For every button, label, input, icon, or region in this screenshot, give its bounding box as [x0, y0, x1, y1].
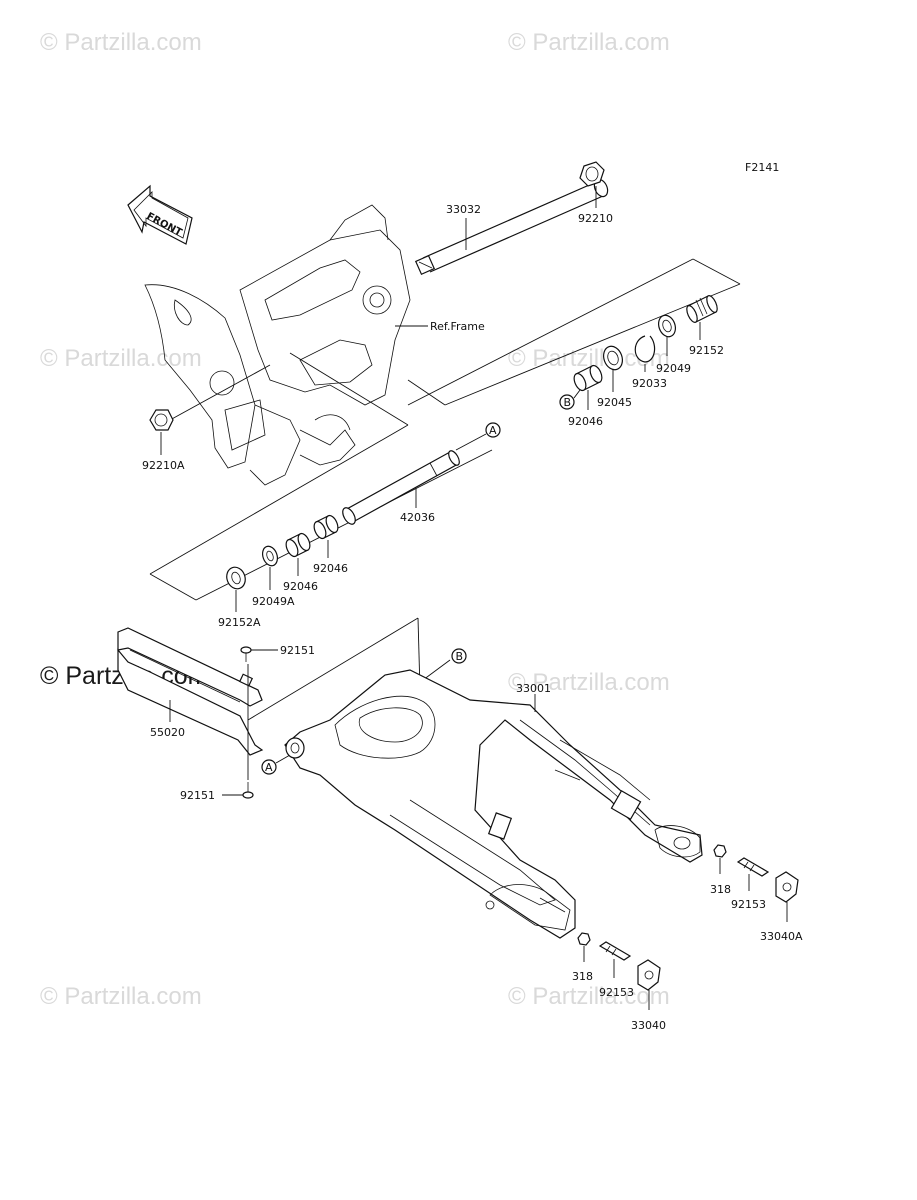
chain-guide-55020 [117, 627, 264, 756]
watermark: © Partzilla.com [40, 29, 202, 56]
part-number: 92049A [252, 595, 295, 608]
bolt-92153 [736, 857, 770, 877]
nut-92210 [579, 161, 605, 187]
bearing-92045 [602, 345, 624, 371]
part-number: 92033 [632, 377, 667, 390]
part-number: 33040 [631, 1019, 666, 1032]
watermark: © Partzilla.com [508, 29, 670, 56]
part-number: 92046 [283, 580, 318, 593]
callout-b [451, 648, 467, 664]
part-number: 92210 [578, 212, 613, 225]
part-number: 92151 [180, 789, 215, 802]
swingarm-33001 [284, 669, 703, 939]
part-number: 92153 [599, 986, 634, 999]
chain-adjuster-33040A [775, 871, 799, 903]
part-number: 92046 [313, 562, 348, 575]
callout-a [261, 759, 277, 775]
part-number: 92045 [597, 396, 632, 409]
collar-92152 [686, 295, 718, 323]
front-arrow-icon: FRONT [127, 184, 193, 245]
callout-letter: B [564, 396, 572, 409]
watermark: © Partzilla.com [508, 669, 670, 696]
part-number: 92151 [280, 644, 315, 657]
callout-letter: B [456, 650, 464, 663]
part-number: 92210A [142, 459, 185, 472]
diagram-id: F2141 [745, 161, 779, 174]
nut-318 [713, 844, 727, 858]
seal-92049 [657, 314, 677, 338]
chain-adjuster-33040 [637, 959, 661, 991]
frame-assembly [144, 204, 411, 486]
collar-92152A [226, 566, 246, 590]
part-number: 92046 [568, 415, 603, 428]
part-number: 318 [572, 970, 593, 983]
part-number: 318 [710, 883, 731, 896]
part-number: 33032 [446, 203, 481, 216]
callout-letter: A [265, 761, 273, 774]
pivot-shaft-33032 [414, 178, 609, 276]
part-number: 92049 [656, 362, 691, 375]
part-number: 33001 [516, 682, 551, 695]
part-number: 92152 [689, 344, 724, 357]
bolt-92153 [598, 941, 632, 961]
part-number: 92152A [218, 616, 261, 629]
callout-b [559, 394, 575, 410]
callout-letter: A [489, 424, 497, 437]
watermark: © Partzilla.com [40, 983, 202, 1010]
part-number: 42036 [400, 511, 435, 524]
circlip-92033 [634, 335, 656, 363]
screw-92151 [240, 646, 252, 662]
part-number: 92153 [731, 898, 766, 911]
nut-92210A [149, 409, 174, 431]
ref-frame-label: Ref.Frame [430, 320, 485, 333]
callout-a [485, 422, 501, 438]
part-number: 33040A [760, 930, 803, 943]
needle-bearing-92046 [313, 514, 339, 540]
part-number: 55020 [150, 726, 185, 739]
guide-lines-upper [149, 258, 741, 601]
watermark: © Partzilla.com [40, 345, 202, 372]
needle-bearing-92046 [285, 532, 311, 558]
screw-92151 [242, 782, 254, 799]
pivot-sleeve-42036 [342, 450, 460, 525]
needle-bearing-92046 [573, 364, 603, 392]
nut-318 [577, 932, 591, 946]
seal-92049A [261, 545, 279, 567]
